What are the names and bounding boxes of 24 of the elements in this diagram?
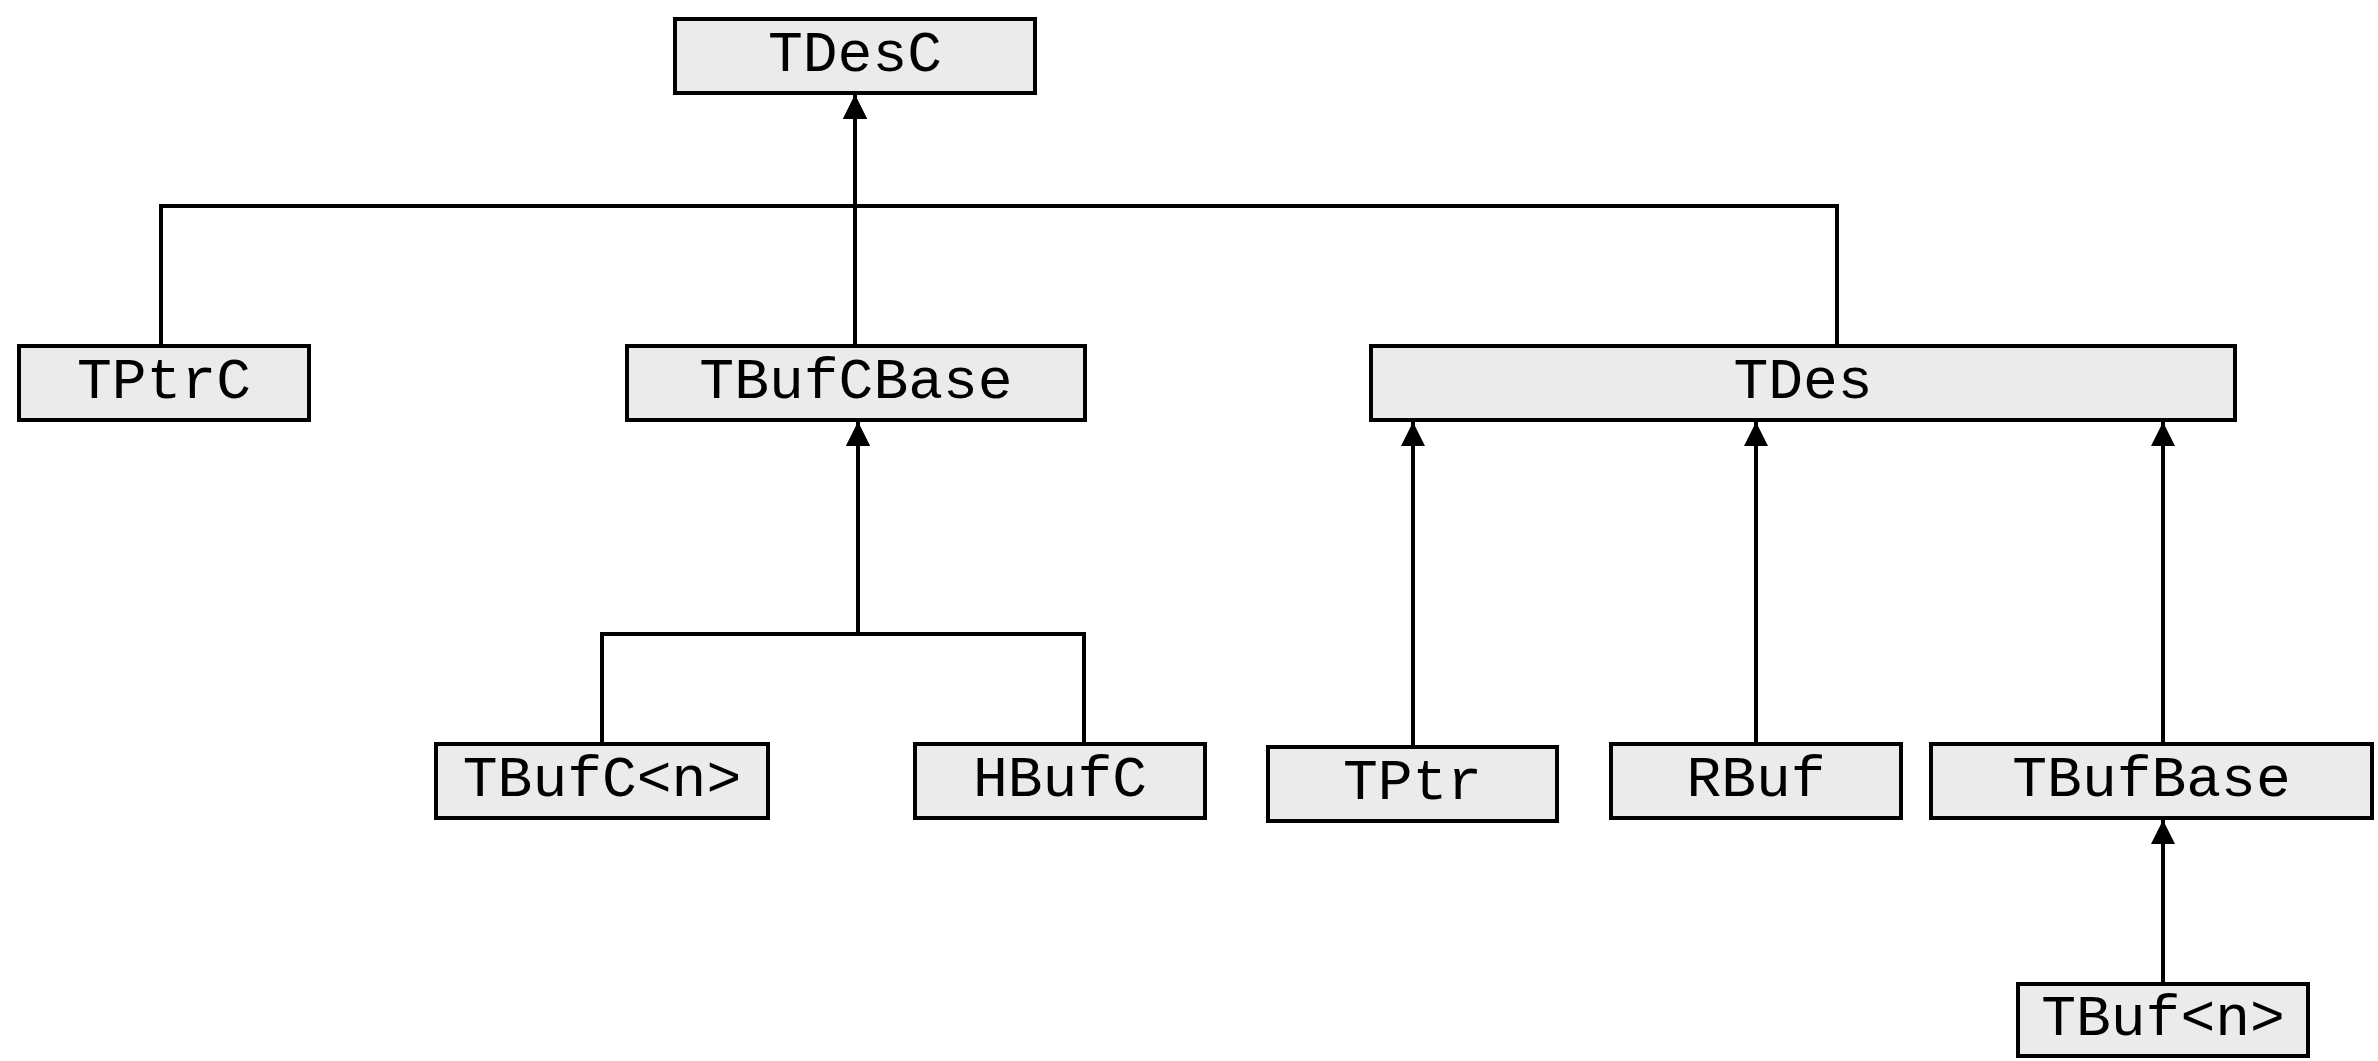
class-name: TPtrC	[77, 354, 251, 412]
class-name: TBuf<n>	[2041, 991, 2285, 1049]
class-box	[625, 344, 1087, 422]
class-name: TBufBase	[2012, 752, 2291, 810]
arrow	[1401, 422, 1425, 745]
class-box	[434, 742, 770, 820]
class-box	[1609, 742, 1903, 820]
class-box	[913, 742, 1207, 820]
class-box	[1369, 344, 2237, 422]
class-box	[673, 17, 1037, 95]
arrow	[2151, 422, 2175, 742]
class-box	[17, 344, 311, 422]
arrow	[1744, 422, 1768, 742]
class-box	[1929, 742, 2374, 820]
arrow	[2151, 820, 2175, 982]
class-name: RBuf	[1686, 752, 1826, 810]
class-box	[1266, 745, 1559, 823]
class-box	[2016, 982, 2310, 1058]
class-name: TDesC	[768, 27, 942, 85]
class-name: TPtr	[1342, 755, 1483, 813]
class-name: TDes	[1733, 354, 1873, 412]
class-name: TBufC<n>	[462, 752, 742, 810]
class-name: TBufCBase	[699, 354, 1013, 412]
class-name: HBufC	[973, 752, 1147, 810]
